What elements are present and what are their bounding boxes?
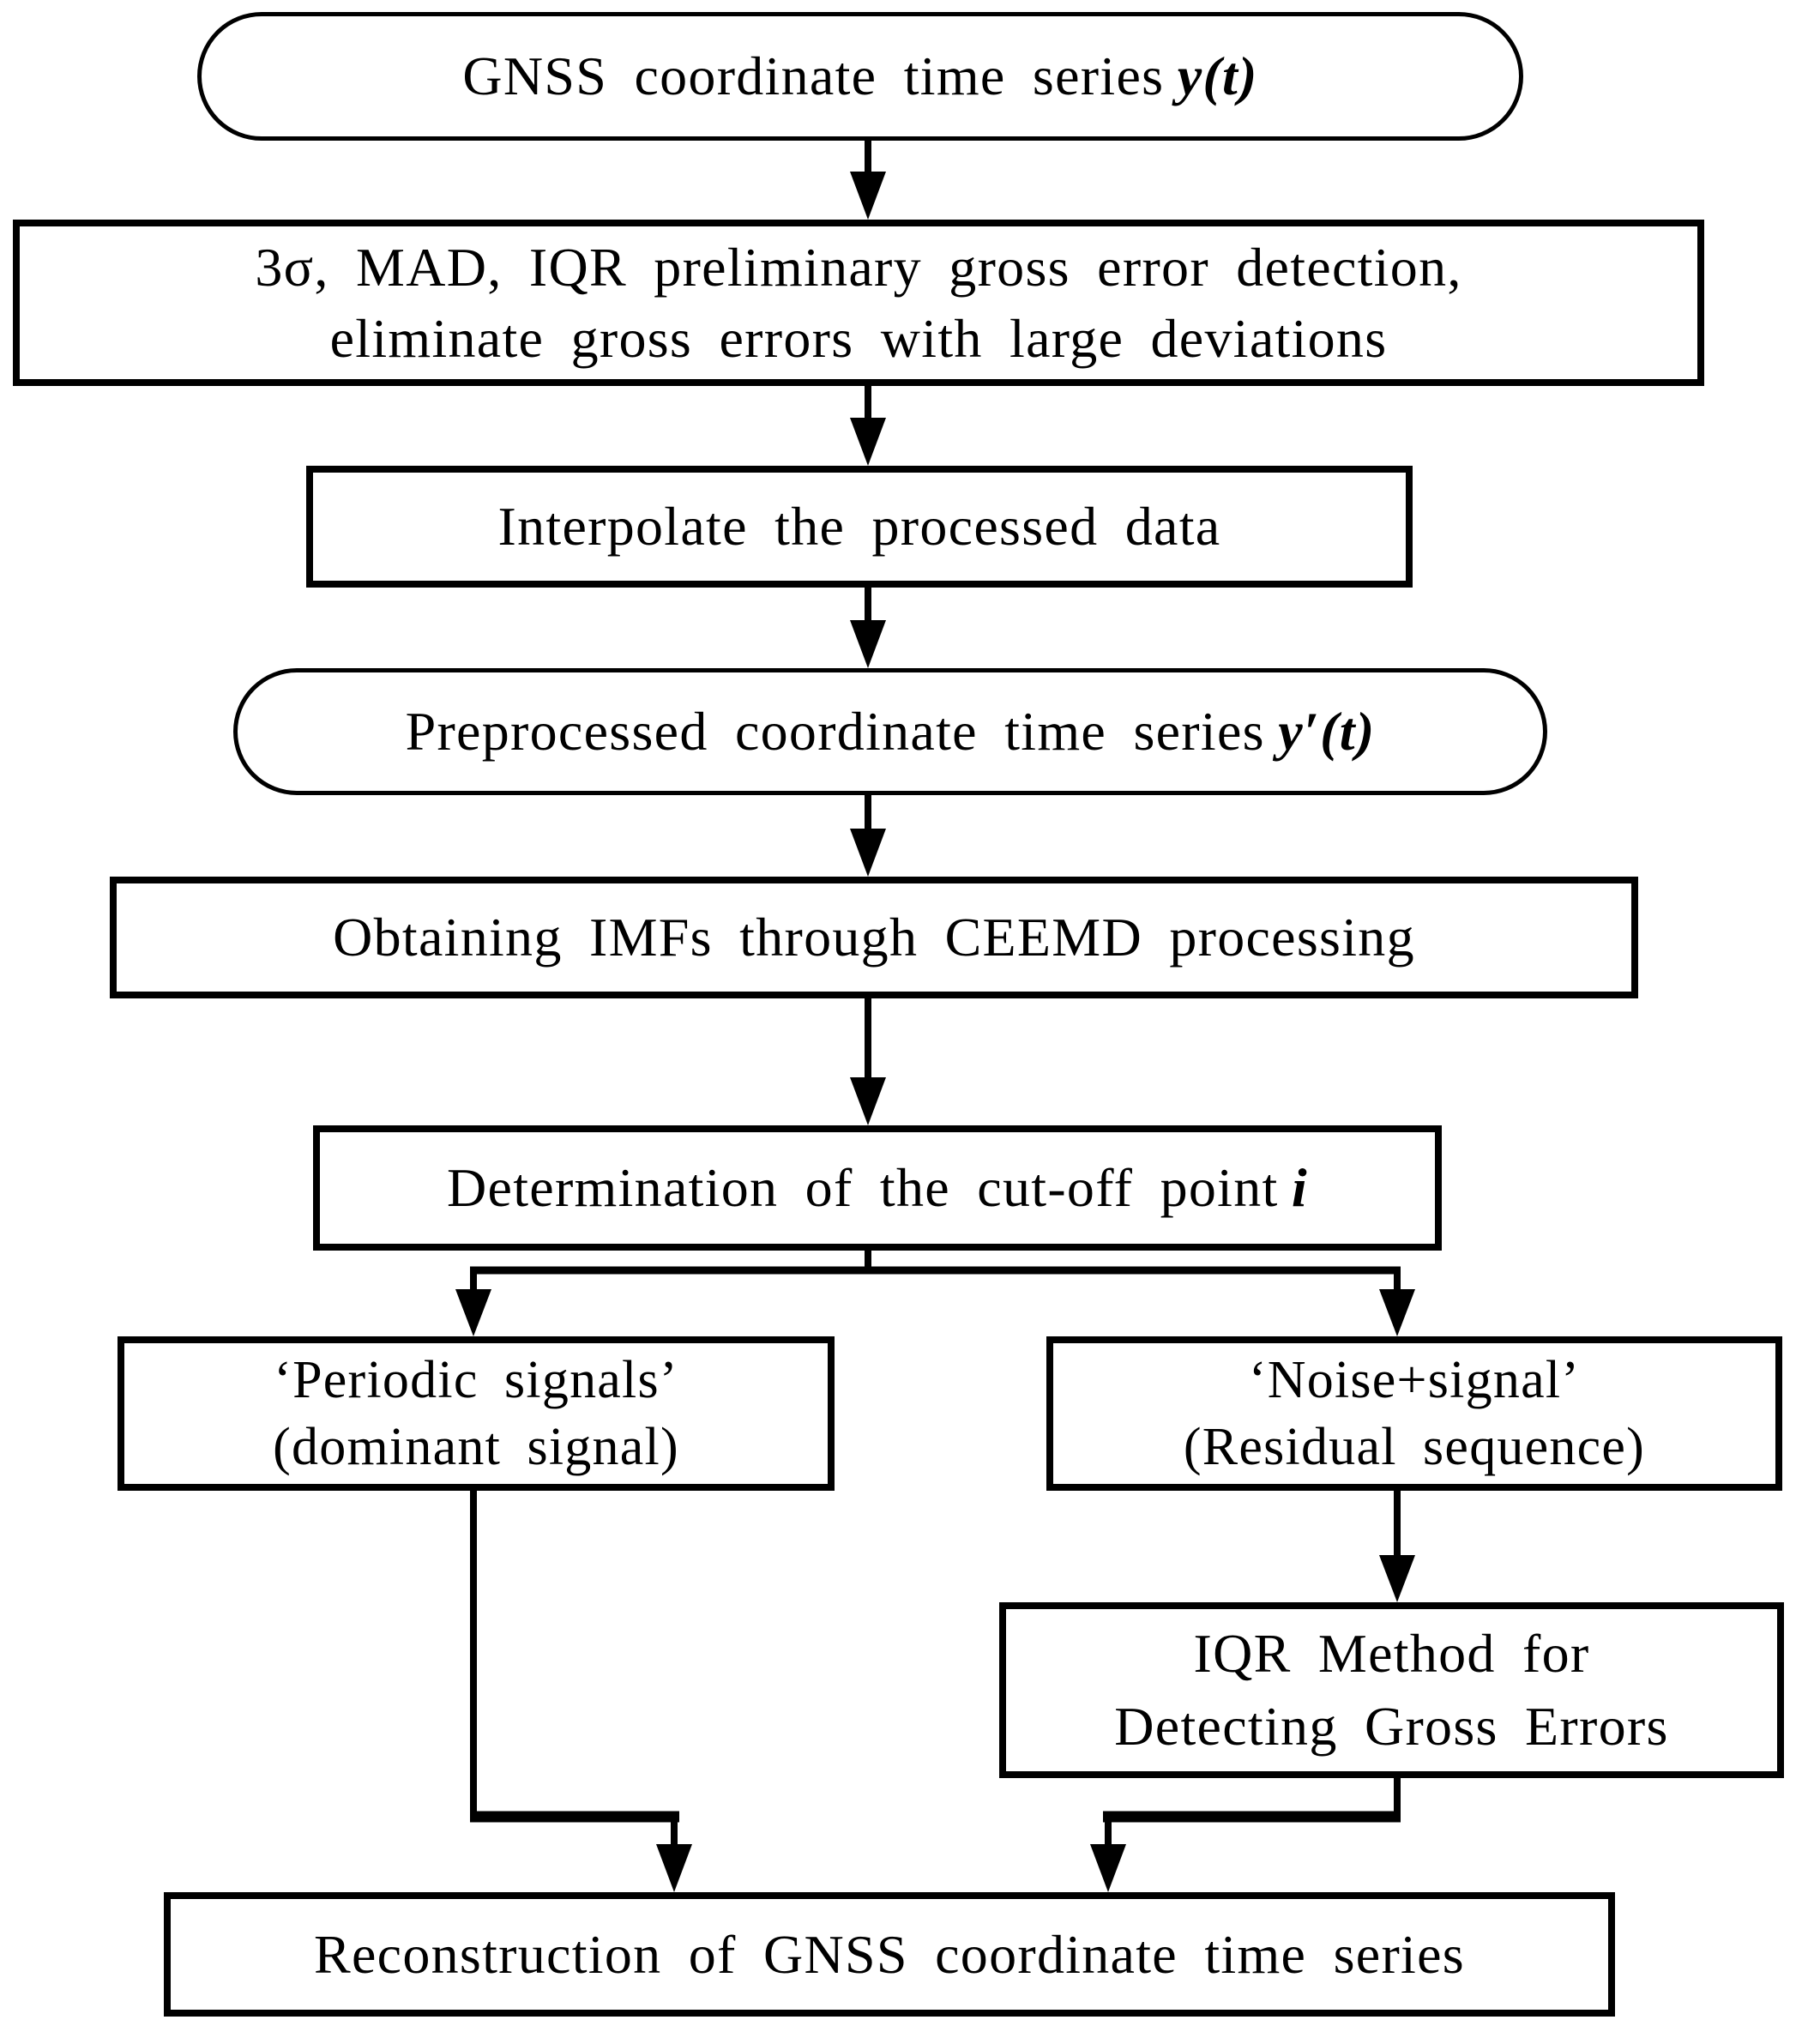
node-preprocessed-label: Preprocessed coordinate time series [405, 701, 1265, 763]
node-preprocessed-math: y′(t) [1278, 701, 1376, 763]
edge-branch-right-arrowhead [1379, 1289, 1415, 1336]
node-ceemd-label: Obtaining IMFs through CEEMD processing [333, 907, 1415, 968]
edge-periodic-arrowhead [656, 1844, 692, 1892]
node-interpolate-data: Interpolate the processed data [306, 466, 1413, 588]
edge-iqr-arrowhead [1090, 1844, 1126, 1892]
node-gnss-time-series-math: y(t) [1177, 45, 1258, 107]
node-cutoff-label: Determination of the cut-off point [447, 1157, 1279, 1219]
node-preliminary-line2: eliminate gross errors with large deviat… [329, 308, 1388, 369]
node-cutoff-math: i [1291, 1157, 1308, 1219]
node-iqr-method: IQR Method for Detecting Gross Errors [999, 1602, 1784, 1778]
node-periodic-line2: (dominant signal) [273, 1418, 679, 1476]
node-reconstruction-label: Reconstruction of GNSS coordinate time s… [314, 1923, 1465, 1985]
node-periodic-line1: ‘Periodic signals’ [274, 1350, 678, 1409]
edge-noise-iqr-arrowhead [1379, 1555, 1415, 1602]
node-preliminary-gross-error-detection: 3σ, MAD, IQR preliminary gross error det… [13, 220, 1704, 386]
edge-ceemd-cutoff-arrowhead [850, 1077, 886, 1125]
node-noise-line1: ‘Noise+signal’ [1248, 1350, 1581, 1409]
node-noise-line2: (Residual sequence) [1183, 1418, 1646, 1476]
edge-interpolate-preprocessed-arrowhead [850, 620, 886, 668]
node-ceemd-processing: Obtaining IMFs through CEEMD processing [110, 877, 1638, 998]
edge-branch-left-arrowhead [455, 1289, 491, 1336]
edge-preprocessed-ceemd-arrowhead [850, 829, 886, 877]
node-iqr-line1: IQR Method for [1193, 1623, 1590, 1685]
node-interpolate-label: Interpolate the processed data [497, 496, 1221, 558]
node-periodic-signals: ‘Periodic signals’ (dominant signal) [118, 1336, 835, 1491]
node-reconstruction: Reconstruction of GNSS coordinate time s… [164, 1892, 1615, 2017]
node-preliminary-line1: 3σ, MAD, IQR preliminary gross error det… [255, 236, 1462, 298]
edge-prelim-interpolate-arrowhead [850, 418, 886, 466]
node-noise-signal: ‘Noise+signal’ (Residual sequence) [1046, 1336, 1782, 1491]
node-gnss-time-series-label: GNSS coordinate time series [462, 45, 1165, 107]
edge-start-prelim-arrowhead [850, 172, 886, 220]
node-iqr-line2: Detecting Gross Errors [1114, 1695, 1669, 1757]
